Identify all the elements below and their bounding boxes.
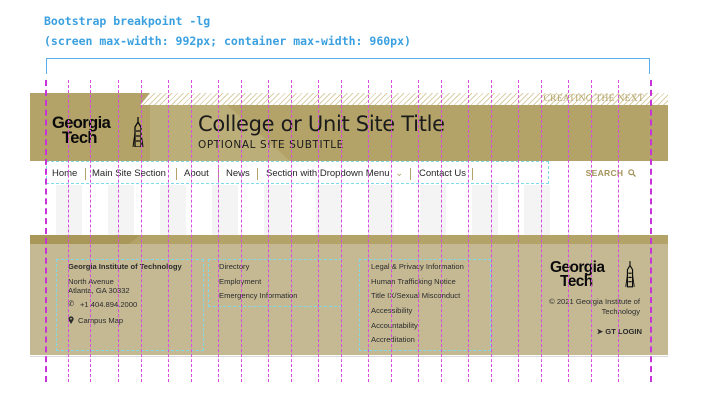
gt-login-label: GT LOGIN — [605, 327, 642, 336]
nav-separator — [85, 168, 86, 180]
footer-strip-accent — [30, 235, 140, 244]
search-icon — [628, 169, 636, 177]
tech-tower-icon — [132, 117, 144, 147]
footer-links2-outline — [359, 259, 491, 351]
nav-item-main-site-section[interactable]: Main Site Section — [92, 168, 166, 179]
header-top-strip: CREATING THE NEXT — [30, 93, 668, 105]
grid-column-shade — [160, 185, 186, 235]
nav-item-contact-us[interactable]: Contact Us — [419, 168, 466, 179]
footer-logo-line2: Tech — [560, 273, 593, 290]
page-mockup: CREATING THE NEXT Georgia Tech College o… — [30, 93, 668, 355]
tagline: CREATING THE NEXT — [543, 94, 644, 104]
footer-contact-outline — [56, 259, 204, 351]
gt-login-link[interactable]: ➤ GT LOGIN — [597, 327, 642, 336]
page-bottom-edge — [30, 356, 668, 357]
footer-address-line1: North Avenue — [68, 277, 114, 286]
nav-item-about[interactable]: About — [184, 168, 209, 179]
gt-logo[interactable]: Georgia Tech — [52, 114, 144, 147]
top-strip-accent — [30, 93, 150, 105]
nav-separator — [176, 168, 177, 180]
nav-item-dropdown-label: Section with Dropdown Menu — [266, 168, 390, 179]
container-width-bracket — [46, 58, 650, 74]
footer-copyright-line2: Technology — [601, 307, 640, 316]
chevron-down-icon: ⌄ — [395, 168, 404, 179]
footer-link-legal[interactable]: Legal & Privacy Information — [371, 262, 464, 271]
footer-phone[interactable]: +1 404.894.2000 — [80, 300, 138, 309]
nav-item-dropdown-section[interactable]: Section with Dropdown Menu ⌄ — [266, 168, 403, 179]
breakpoint-title: Bootstrap breakpoint -lg — [44, 14, 211, 28]
nav-separator — [410, 168, 411, 180]
grid-column-shade — [264, 185, 290, 235]
grid-column-shade — [420, 185, 446, 235]
footer-org-name: Georgia Institute of Technology — [68, 262, 182, 271]
site-title[interactable]: College or Unit Site Title — [198, 112, 445, 136]
main-nav: Home Main Site Section About News Sectio… — [30, 161, 668, 185]
map-pin-icon — [68, 316, 74, 324]
footer-link-title-ix[interactable]: Title IX/Sexual Misconduct — [371, 291, 461, 300]
footer-link-accreditation[interactable]: Accreditation — [371, 335, 415, 344]
footer-link-trafficking[interactable]: Human Trafficking Notice — [371, 277, 456, 286]
grid-column-shade — [108, 185, 134, 235]
footer-link-employment[interactable]: Employment — [219, 277, 262, 286]
site-subtitle: OPTIONAL SITE SUBTITLE — [198, 139, 344, 151]
breakpoint-detail: (screen max-width: 992px; container max-… — [44, 34, 411, 48]
grid-column-shade — [212, 185, 238, 235]
login-icon: ➤ — [596, 327, 604, 336]
content-area — [30, 185, 668, 235]
header-band: Georgia Tech College or Unit Site Title … — [30, 105, 668, 161]
nav-separator — [218, 168, 219, 180]
footer-link-accountability[interactable]: Accountability — [371, 321, 418, 330]
footer-link-emergency[interactable]: Emergency Information — [219, 291, 298, 300]
grid-column-shade — [472, 185, 498, 235]
footer-top-strip — [30, 235, 668, 244]
footer-copyright-line1: © 2021 Georgia Institute of — [549, 297, 640, 306]
search-label: SEARCH — [585, 168, 624, 178]
nav-separator — [257, 168, 258, 180]
footer-link-accessibility[interactable]: Accessibility — [371, 306, 413, 315]
phone-icon: ✆ — [68, 299, 75, 308]
logo-line1: Georgia — [52, 114, 111, 132]
footer-campus-map[interactable]: Campus Map — [78, 316, 124, 325]
footer-link-directory[interactable]: Directory — [219, 262, 250, 271]
nav-item-home[interactable]: Home — [52, 168, 78, 179]
tech-tower-icon — [625, 261, 635, 288]
logo-line2: Tech — [62, 129, 97, 147]
footer-address-line2: Atlanta, GA 30332 — [68, 286, 130, 295]
footer-gt-logo[interactable]: Georgia Tech — [550, 260, 635, 290]
footer: Georgia Institute of Technology North Av… — [30, 235, 668, 355]
nav-separator — [472, 168, 473, 180]
search-button[interactable]: SEARCH — [586, 168, 636, 178]
grid-column-shade — [524, 185, 550, 235]
nav-item-news[interactable]: News — [226, 168, 250, 179]
grid-column-shade — [368, 185, 394, 235]
grid-column-shade — [316, 185, 342, 235]
grid-column-shade — [56, 185, 82, 235]
